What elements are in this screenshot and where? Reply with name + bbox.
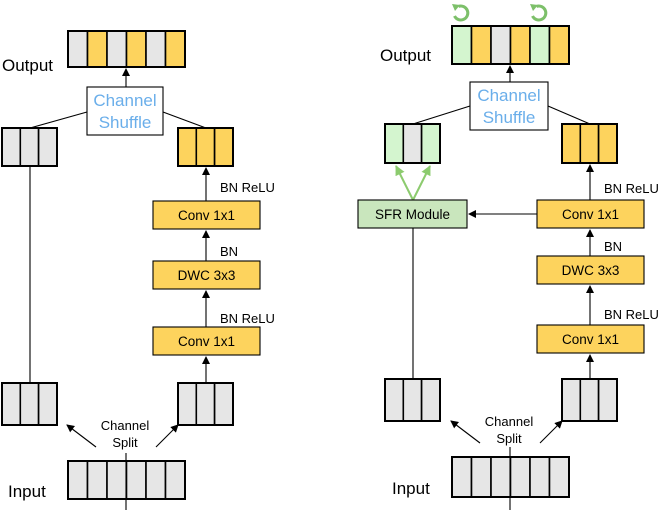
right-input-label: Input xyxy=(392,479,430,498)
right-ann-top: BN ReLU xyxy=(604,181,659,196)
left-ann-bottom: BN ReLU xyxy=(220,311,275,326)
right-ann-bottom: BN ReLU xyxy=(604,307,659,322)
right-output-block xyxy=(451,25,570,65)
left-dwc-box xyxy=(152,260,261,290)
left-input-block xyxy=(67,460,186,500)
output-cell xyxy=(86,30,108,68)
left-channel-shuffle-box xyxy=(86,86,164,136)
left-conv-top-label: Conv 1x1 xyxy=(178,208,235,223)
output-cell xyxy=(470,25,492,65)
right-conv-top-box xyxy=(536,199,645,229)
output-cell xyxy=(125,30,147,68)
left-channel-split-line1: Channel xyxy=(101,418,150,433)
right-channel-shuffle-line2: Shuffle xyxy=(483,108,536,127)
left-channel-shuffle-line2: Shuffle xyxy=(99,113,152,132)
output-cell xyxy=(451,25,473,65)
left-channel-shuffle-line1: Channel xyxy=(93,91,156,110)
left-conv-bottom-box xyxy=(152,326,261,356)
right-channel-split-line2: Split xyxy=(496,431,522,446)
refresh-icon xyxy=(452,4,470,22)
left-bottom-identity-tensor xyxy=(1,382,58,426)
left-output-label: Output xyxy=(2,56,53,75)
output-cell xyxy=(529,25,551,65)
left-channel-split-line2: Split xyxy=(112,435,138,450)
right-conv-bottom-box xyxy=(536,324,645,354)
sfr-module-label: SFR Module xyxy=(375,207,450,222)
output-cell xyxy=(490,25,512,65)
output-cell xyxy=(145,30,167,68)
output-cell xyxy=(164,30,186,68)
right-channel-split-line1: Channel xyxy=(485,414,534,429)
left-input-label: Input xyxy=(8,482,46,501)
right-conv-bottom-label: Conv 1x1 xyxy=(562,332,619,347)
right-channel-shuffle-line1: Channel xyxy=(477,86,540,105)
right-ann-mid: BN xyxy=(604,239,622,254)
right-bottom-identity-tensor xyxy=(384,378,441,422)
right-bottom-branch-tensor xyxy=(561,378,618,422)
output-cell xyxy=(548,25,570,65)
left-dwc-label: DWC 3x3 xyxy=(178,268,236,283)
right-dwc-label: DWC 3x3 xyxy=(562,263,620,278)
sfr-module-box xyxy=(357,199,468,229)
output-cell xyxy=(509,25,531,65)
left-conv-top-box xyxy=(152,200,261,230)
left-bottom-branch-tensor xyxy=(177,382,234,426)
left-top-identity-tensor xyxy=(1,127,58,167)
right-top-sfr-tensor xyxy=(384,123,441,164)
output-cell xyxy=(106,30,128,68)
right-output-label: Output xyxy=(380,46,431,65)
left-conv-bottom-label: Conv 1x1 xyxy=(178,334,235,349)
right-top-branch-tensor xyxy=(561,123,618,164)
left-top-branch-tensor xyxy=(177,127,234,167)
left-ann-mid: BN xyxy=(220,244,238,259)
output-cell xyxy=(67,30,89,68)
left-output-block xyxy=(67,30,186,68)
right-conv-top-label: Conv 1x1 xyxy=(562,207,619,222)
right-dwc-box xyxy=(536,255,645,285)
right-diagram: Output Channel Shuffle xyxy=(357,4,659,510)
left-ann-top: BN ReLU xyxy=(220,180,275,195)
left-diagram: Output Channel Shuffle xyxy=(1,30,275,510)
refresh-icon xyxy=(530,4,548,22)
